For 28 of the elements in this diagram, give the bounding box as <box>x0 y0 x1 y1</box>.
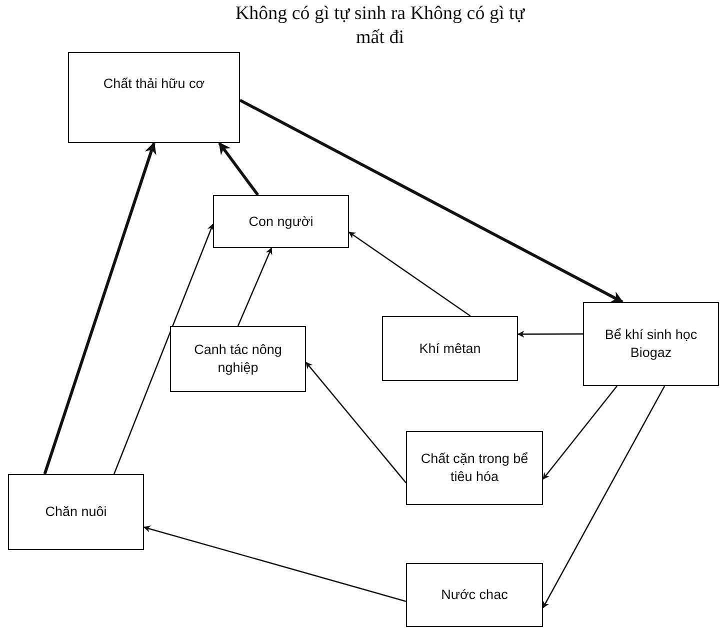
node-label: Con người <box>248 212 314 230</box>
arrow <box>237 247 272 326</box>
node-label: Chất thải hữu cơ <box>103 75 205 93</box>
arrow <box>143 526 406 602</box>
process-box <box>170 326 306 392</box>
arrow <box>348 232 471 317</box>
node-label: Khí mêtan <box>419 340 481 358</box>
node-label: Chăn nuôi <box>45 503 107 521</box>
arrow <box>113 224 214 474</box>
node-label: Nước chac <box>441 586 508 604</box>
process-box <box>213 195 349 248</box>
node-label: Bể khí sinh học Biogaz <box>604 326 698 362</box>
arrow <box>43 142 156 474</box>
node-label: Canh tác nông nghiệp <box>193 341 283 377</box>
process-box <box>406 563 543 627</box>
process-box <box>382 316 518 381</box>
arrow <box>542 386 666 608</box>
process-box <box>8 474 144 550</box>
process-box <box>406 431 543 505</box>
process-box <box>583 302 719 386</box>
arrow <box>542 386 618 480</box>
process-box <box>68 52 240 143</box>
arrow <box>517 330 583 338</box>
node-label: Chất cặn trong bể tiêu hóa <box>420 450 530 486</box>
arrow <box>306 362 406 484</box>
title: Không có gì tự sinh ra Không có gì tự mất đi <box>234 2 526 50</box>
arrow <box>239 98 624 304</box>
arrow <box>218 142 260 196</box>
